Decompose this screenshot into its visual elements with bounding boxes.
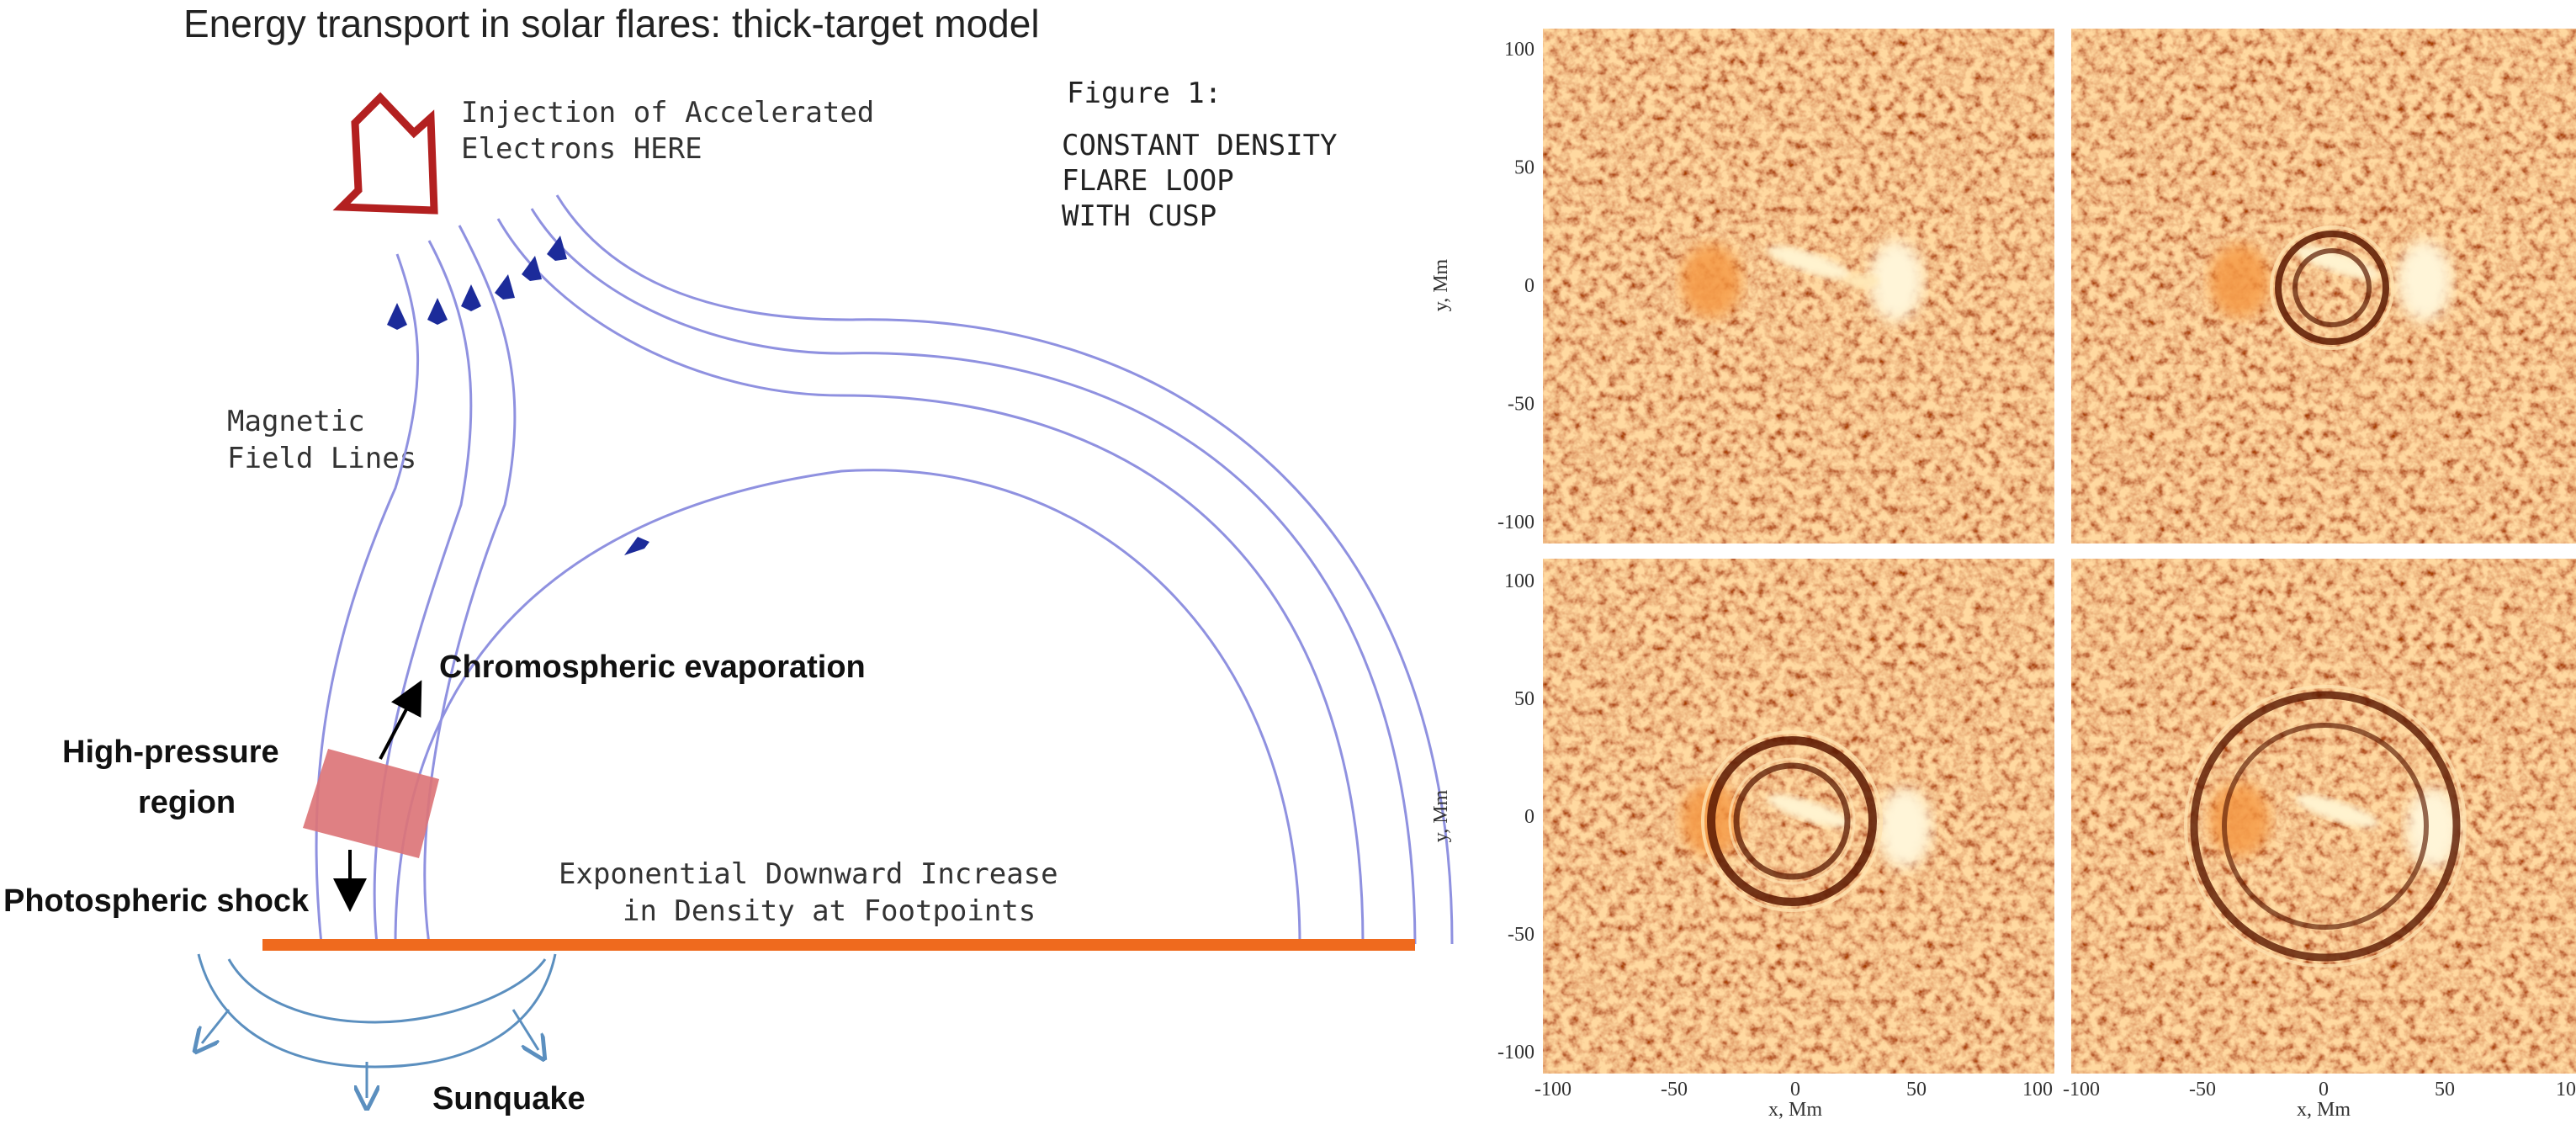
field-arrow-icon-6 — [547, 236, 567, 261]
field-arrow-icon-2 — [427, 298, 448, 325]
y-tick-label: 50 — [1514, 157, 1534, 179]
figure-title: Energy transport in solar flares: thick-… — [183, 2, 1040, 45]
x-tick-label: 0 — [1790, 1079, 1800, 1101]
y-tick-label: -100 — [1497, 512, 1534, 533]
field-line-4 — [496, 218, 1365, 945]
shock-label: Photospheric shock — [3, 883, 310, 919]
evaporation-arrow-icon — [379, 680, 422, 760]
field-arrow-icon-3 — [461, 284, 481, 311]
x-axis-label: x, Mm — [2297, 1099, 2351, 1121]
y-tick-label: 100 — [1504, 570, 1534, 592]
sunquake-arc-outer — [197, 953, 557, 1069]
y-tick-label: -50 — [1508, 394, 1534, 416]
field-line-5 — [530, 208, 1417, 945]
field-arrow-icon-5 — [522, 256, 542, 281]
panel-top-left — [1543, 29, 2054, 544]
high-pressure-label-line2: region — [138, 785, 236, 820]
figure-desc-line1: CONSTANT DENSITY — [1062, 129, 1338, 162]
y-tick-label: 50 — [1514, 688, 1534, 710]
x-axis-label: x, Mm — [1768, 1099, 1822, 1121]
field-line-7 — [394, 469, 1301, 945]
field-arrow-icon-1 — [387, 303, 407, 330]
x-tick-label: -100 — [2063, 1079, 2100, 1101]
y-tick-label: 0 — [1524, 806, 1534, 828]
sunquake-arrow-icon-left — [202, 1009, 231, 1043]
injection-label-line1: Injection of Accelerated — [461, 96, 874, 130]
photosphere-line — [262, 939, 1415, 951]
injection-label-line2: Electrons HERE — [461, 132, 702, 166]
magnetic-label-line2: Field Lines — [227, 442, 416, 475]
y-tick-label: -100 — [1497, 1042, 1534, 1063]
field-line-6 — [555, 194, 1454, 945]
y-tick-label: -50 — [1508, 924, 1534, 946]
density-label-line1: Exponential Downward Increase — [559, 857, 1058, 891]
y-tick-label: 100 — [1504, 39, 1534, 61]
x-tick-label: 50 — [1906, 1079, 1927, 1101]
injection-arrow-icon — [332, 92, 438, 215]
sunquake-waves — [197, 953, 557, 1098]
panel-grid — [1543, 29, 2576, 1074]
density-label-line2: in Density at Footpoints — [623, 894, 1036, 928]
sunquake-arrow-icon-right — [511, 1009, 538, 1050]
evaporation-label: Chromospheric evaporation — [439, 650, 866, 685]
high-pressure-region — [303, 749, 439, 858]
figure-desc-line2: FLARE LOOP — [1062, 164, 1234, 198]
y-tick-label: 0 — [1524, 275, 1534, 297]
y-axis-label: y, Mm — [1430, 789, 1452, 842]
x-tick-label: 100 — [2022, 1079, 2053, 1101]
field-lines — [315, 194, 1454, 945]
sunquake-label: Sunquake — [432, 1081, 586, 1116]
x-tick-label: -50 — [1661, 1079, 1688, 1101]
high-pressure-label-line1: High-pressure — [62, 735, 279, 770]
figure-desc-line3: WITH CUSP — [1062, 199, 1216, 233]
y-axis-label: y, Mm — [1430, 258, 1452, 311]
x-tick-label: 10 — [2556, 1079, 2576, 1101]
sunquake-arc-inner — [227, 958, 547, 1024]
panel-top-right — [2071, 29, 2576, 544]
x-tick-label: 0 — [2319, 1079, 2329, 1101]
x-tick-label: -50 — [2189, 1079, 2216, 1101]
panel-bottom-right — [2071, 559, 2576, 1074]
x-tick-label: 50 — [2435, 1079, 2455, 1101]
field-line-3 — [423, 225, 517, 945]
field-arrow-icon-4 — [495, 274, 515, 300]
x-tick-label: -100 — [1534, 1079, 1572, 1101]
field-line-arrows — [387, 236, 649, 555]
panel-bottom-left — [1543, 559, 2054, 1074]
field-arrow-icon-7 — [624, 537, 649, 555]
figure-label: Figure 1: — [1067, 77, 1222, 110]
magnetic-label-line1: Magnetic — [227, 405, 365, 438]
